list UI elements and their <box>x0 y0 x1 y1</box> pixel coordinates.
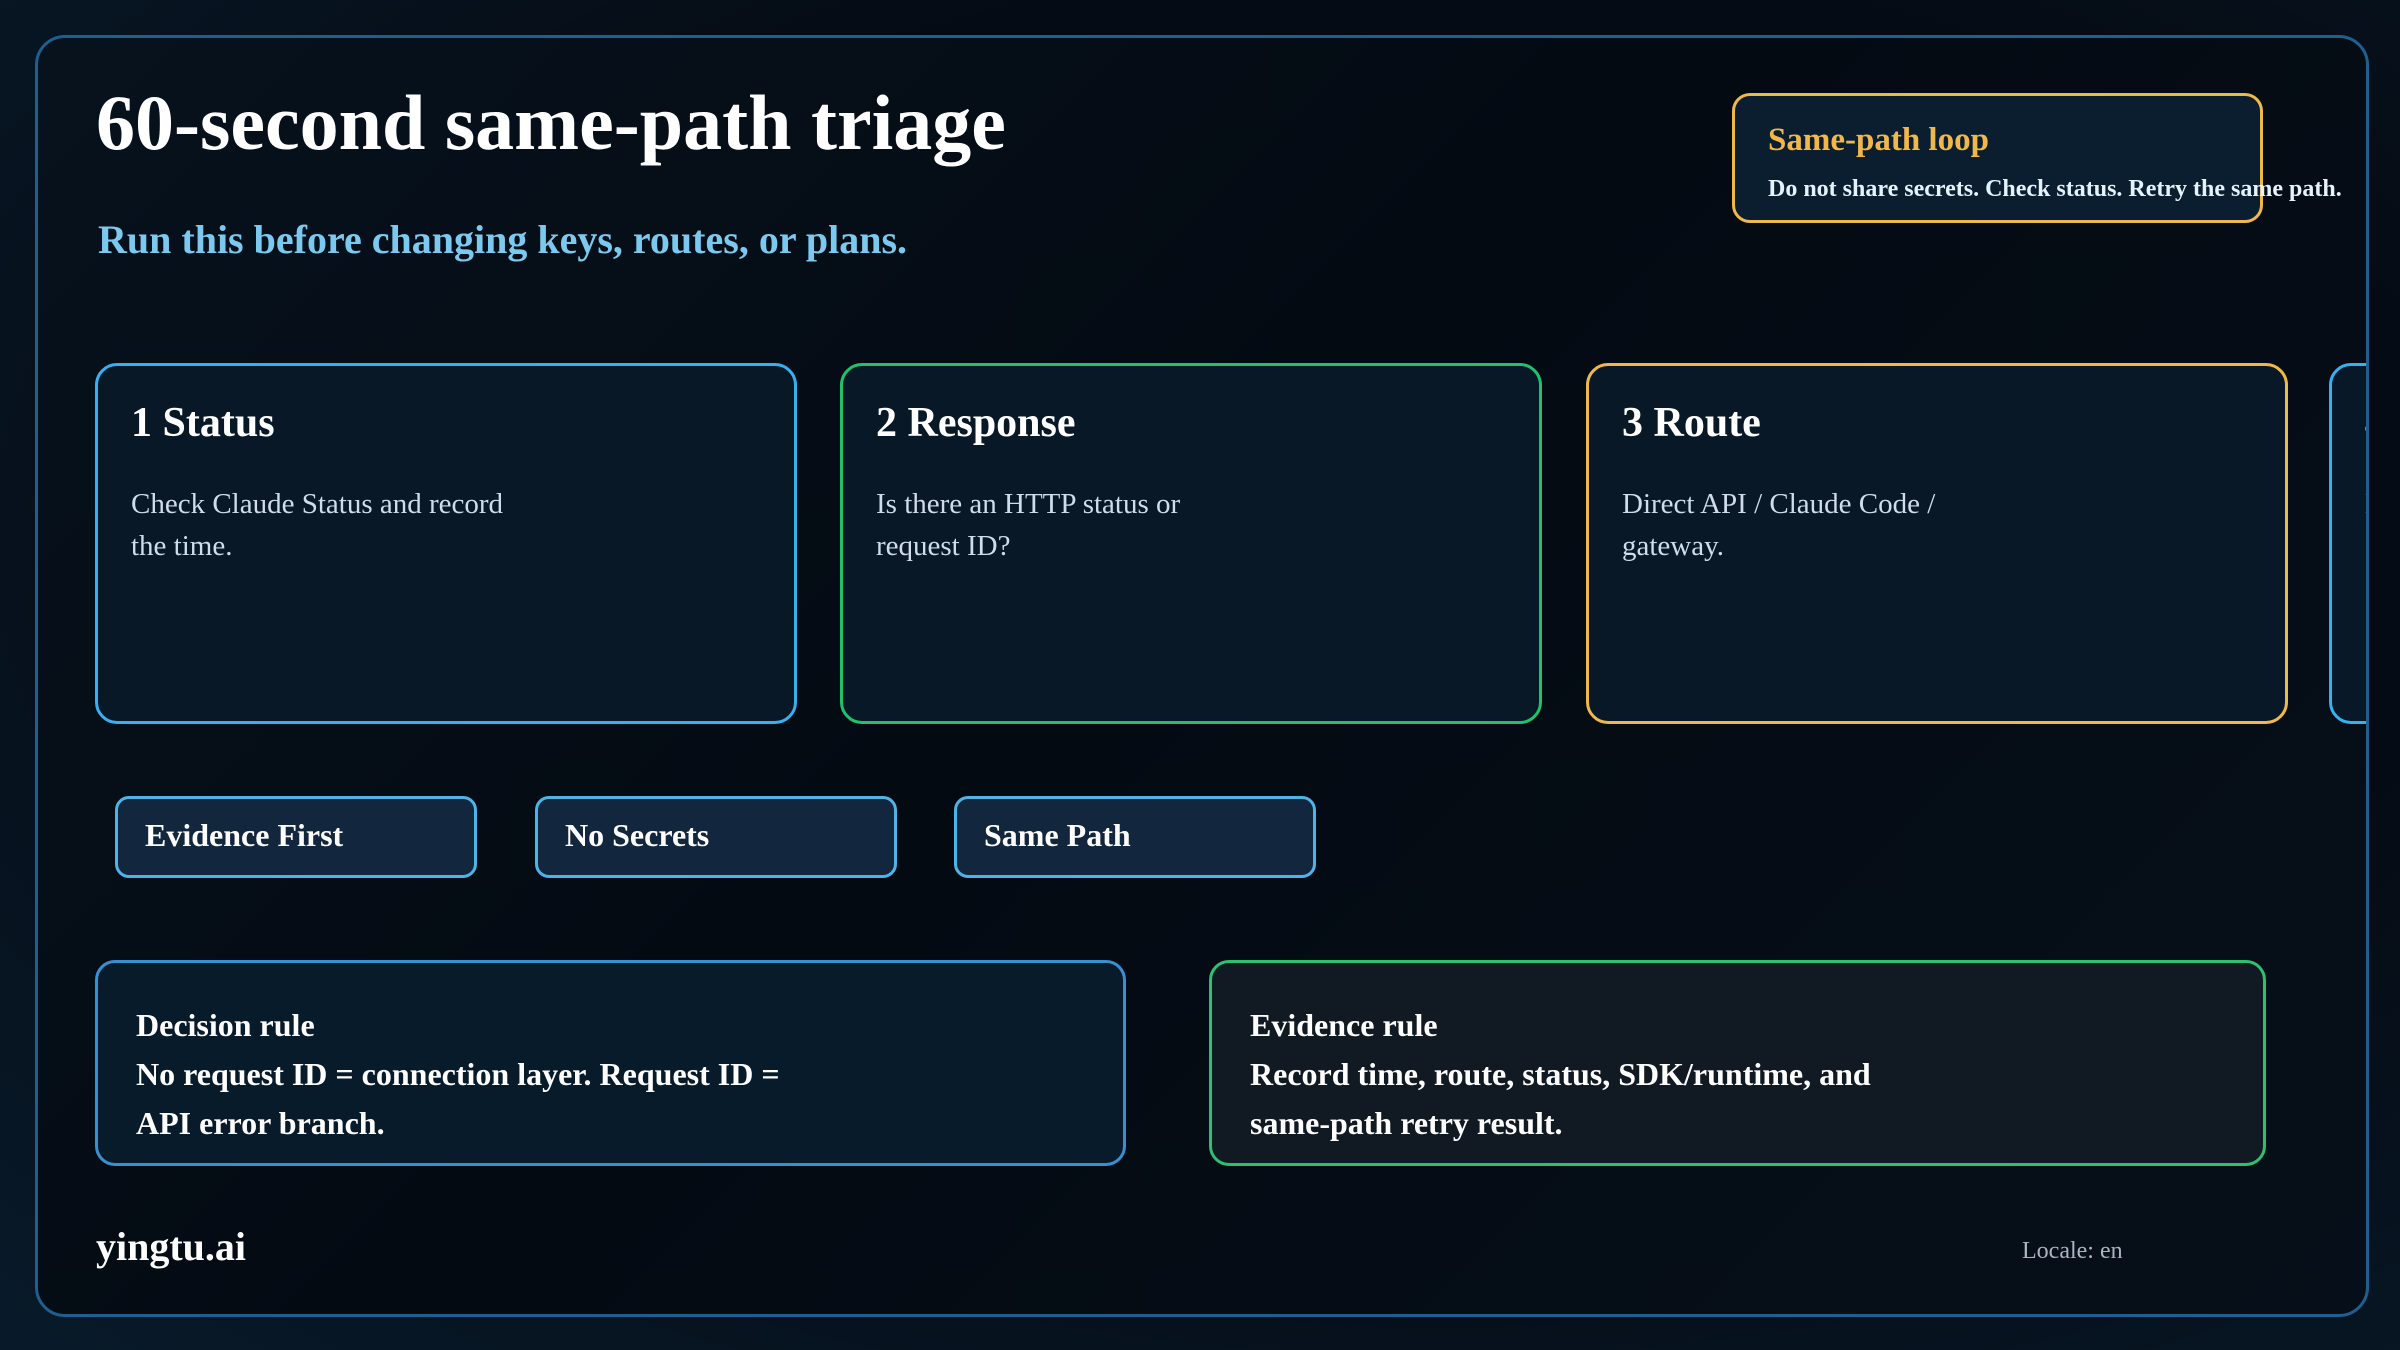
page-subtitle: Run this before changing keys, routes, o… <box>98 217 908 262</box>
step-card-4: 4 DN <box>2329 363 2366 724</box>
tag-no-secrets: No Secrets <box>535 796 897 878</box>
slide-frame: 60-second same-path triage Run this befo… <box>35 35 2369 1317</box>
step-card-route: 3 Route Direct API / Claude Code /gatewa… <box>1586 363 2288 724</box>
card-title: 2 Response <box>876 400 1076 446</box>
rule-title: Evidence rule <box>1250 1007 1438 1043</box>
callout-title: Same-path loop <box>1768 122 1989 158</box>
brand-logo-text: yingtu.ai <box>96 1224 247 1269</box>
locale-label: Locale: en <box>2022 1238 2123 1264</box>
card-body: DN <box>2365 483 2366 525</box>
rule-title: Decision rule <box>136 1007 315 1043</box>
card-title: 3 Route <box>1622 400 1761 446</box>
card-title: 4 <box>2365 399 2366 447</box>
card-title: 1 Status <box>131 400 275 446</box>
same-path-callout: Same-path loop Do not share secrets. Che… <box>1732 93 2342 223</box>
tag-evidence-first: Evidence First <box>115 796 477 878</box>
tag-same-path: Same Path <box>954 796 1316 878</box>
card-body: Direct API / Claude Code /gateway. <box>1622 488 1936 562</box>
callout-body: Do not share secrets. Check status. Retr… <box>1768 176 2342 202</box>
page-title: 60-second same-path triage <box>96 79 1006 166</box>
